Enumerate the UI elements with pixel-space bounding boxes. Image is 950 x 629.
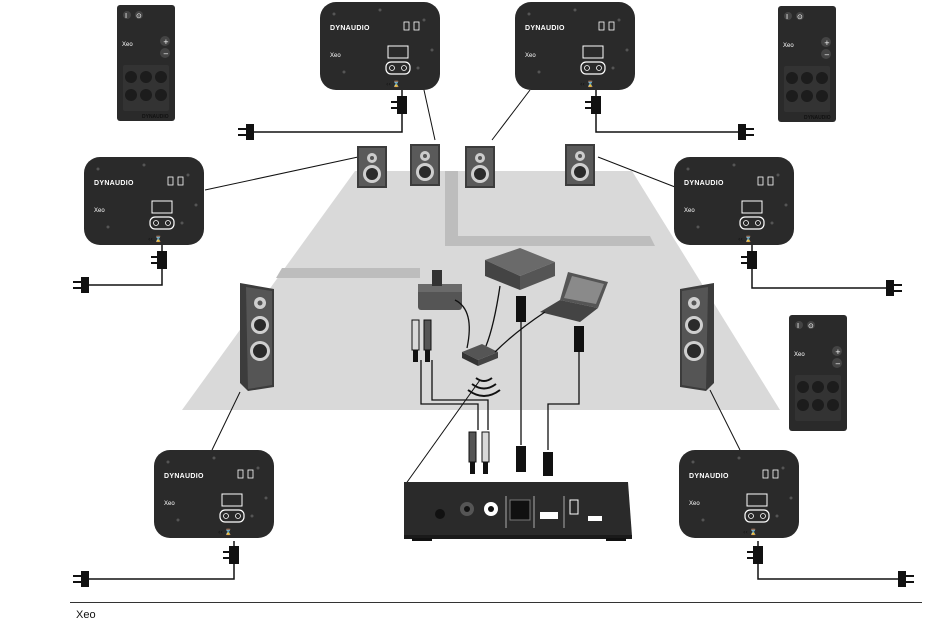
svg-text:DYNAUDIO: DYNAUDIO bbox=[142, 114, 169, 120]
svg-text:−: − bbox=[824, 51, 830, 59]
svg-text:DYNAUDIO: DYNAUDIO bbox=[164, 473, 204, 480]
xeo-unit-top-right: DYNAUDIO Xeo ‹‹ ⌛ bbox=[515, 2, 635, 90]
speaker-front-center-left bbox=[410, 144, 440, 186]
svg-text:‹‹ ⌛: ‹‹ ⌛ bbox=[580, 80, 594, 88]
xeo-unit-bottom-right: DYNAUDIO Xeo ‹‹ ⌛ bbox=[679, 450, 799, 538]
remote-top-left: I ⊙ + − Xeo DYNAUDIO bbox=[117, 5, 175, 121]
svg-text:‹‹ ⌛: ‹‹ ⌛ bbox=[386, 80, 400, 88]
xeo-transmitter-hub bbox=[404, 482, 632, 541]
speaker-front-left-small bbox=[357, 146, 387, 188]
speaker-right-floorstander bbox=[680, 283, 714, 391]
svg-text:DYNAUDIO: DYNAUDIO bbox=[330, 25, 370, 32]
svg-text:+: + bbox=[163, 38, 169, 46]
xeo-unit-bottom-left: DYNAUDIO Xeo ‹‹ ⌛ bbox=[154, 450, 274, 538]
svg-text:Xeo: Xeo bbox=[525, 53, 536, 59]
svg-text:I: I bbox=[797, 322, 799, 330]
speaker-front-center-right bbox=[465, 146, 495, 188]
svg-text:‹‹ ⌛: ‹‹ ⌛ bbox=[738, 235, 752, 243]
svg-text:DYNAUDIO: DYNAUDIO bbox=[525, 25, 565, 32]
svg-text:Xeo: Xeo bbox=[164, 501, 175, 507]
svg-text:Xeo: Xeo bbox=[689, 501, 700, 507]
svg-text:DYNAUDIO: DYNAUDIO bbox=[684, 180, 724, 187]
remote-top-right: I ⊙ + − Xeo DYNAUDIO bbox=[778, 6, 836, 122]
svg-text:Xeo: Xeo bbox=[330, 53, 341, 59]
svg-text:⊙: ⊙ bbox=[797, 13, 803, 21]
svg-text:DYNAUDIO: DYNAUDIO bbox=[94, 180, 134, 187]
speaker-left-floorstander bbox=[240, 283, 274, 391]
svg-text:⊙: ⊙ bbox=[136, 12, 142, 20]
svg-text:+: + bbox=[835, 348, 841, 356]
svg-text:⊙: ⊙ bbox=[808, 322, 814, 330]
footer-model-label: Xeo bbox=[76, 609, 96, 621]
svg-text:−: − bbox=[163, 50, 169, 58]
svg-text:−: − bbox=[835, 360, 841, 368]
remote-right: I ⊙ + − Xeo bbox=[789, 315, 847, 431]
svg-text:I: I bbox=[786, 13, 788, 21]
svg-text:Xeo: Xeo bbox=[783, 43, 794, 49]
svg-text:Xeo: Xeo bbox=[122, 42, 133, 48]
svg-text:‹‹ ⌛: ‹‹ ⌛ bbox=[743, 528, 757, 536]
xeo-unit-top-left: DYNAUDIO Xeo ‹‹ ⌛ bbox=[320, 2, 440, 90]
xeo-unit-mid-left: DYNAUDIO Xeo ‹‹ ⌛ bbox=[84, 157, 204, 245]
svg-text:DYNAUDIO: DYNAUDIO bbox=[804, 115, 831, 121]
svg-text:‹‹ ⌛: ‹‹ ⌛ bbox=[148, 235, 162, 243]
xeo-unit-mid-right: DYNAUDIO Xeo ‹‹ ⌛ bbox=[674, 157, 794, 245]
svg-text:I: I bbox=[125, 12, 127, 20]
svg-text:Xeo: Xeo bbox=[684, 208, 695, 214]
svg-text:DYNAUDIO: DYNAUDIO bbox=[689, 473, 729, 480]
speaker-front-right-small bbox=[565, 144, 595, 186]
svg-text:+: + bbox=[824, 39, 830, 47]
svg-text:‹‹ ⌛: ‹‹ ⌛ bbox=[218, 528, 232, 536]
svg-text:Xeo: Xeo bbox=[794, 352, 805, 358]
svg-text:Xeo: Xeo bbox=[94, 208, 105, 214]
footer-rule bbox=[70, 602, 922, 603]
